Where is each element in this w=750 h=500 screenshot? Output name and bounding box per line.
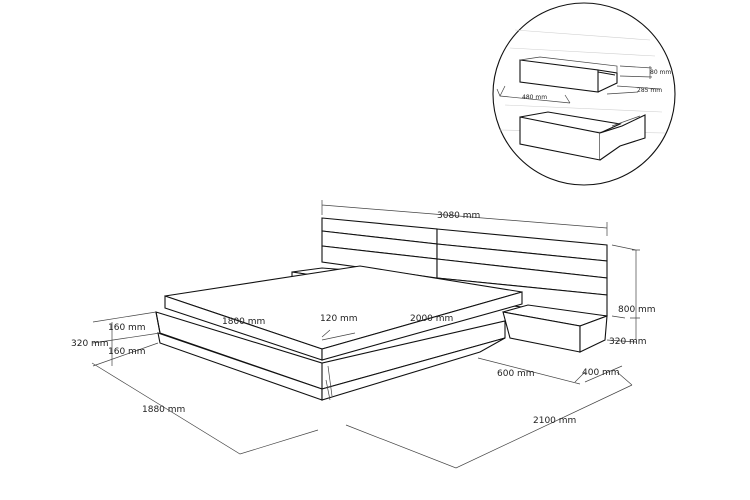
mattress [164, 265, 523, 361]
total-width-label: 1880 mm [142, 405, 185, 415]
headboard-height-label: 800 mm [618, 305, 656, 315]
mattress-length-label: 2000 mm [410, 314, 453, 324]
base-height-label: 320 mm [71, 339, 109, 349]
side-table-width-label: 600 mm [497, 369, 535, 379]
drawer-depth-label: 285 mm [637, 87, 662, 94]
side-table-depth-label: 400 mm [582, 368, 620, 378]
detail-circle [492, 2, 676, 186]
base-upper-label: 160 mm [108, 323, 146, 333]
dimension-labels: 3080 mm 1800 mm 120 mm 2000 mm 800 mm 32… [71, 211, 656, 426]
dimension-lines [91, 200, 640, 469]
mattress-width-label: 1800 mm [222, 317, 265, 327]
total-length-label: 2100 mm [533, 416, 576, 426]
drawer-detail-inset: 80 mm 285 mm 480 mm [492, 2, 676, 186]
drawer-height-label: 80 mm [650, 69, 671, 76]
side-table-height-label: 320 mm [609, 337, 647, 347]
upper-drawer [519, 56, 618, 93]
bed-base [155, 311, 506, 401]
drawer-width-label: 480 mm [522, 94, 547, 101]
mattress-offset-label: 120 mm [320, 314, 358, 324]
right-side-table [502, 304, 608, 353]
headboard-width-label: 3080 mm [437, 211, 480, 221]
base-lower-label: 160 mm [108, 347, 146, 357]
lower-drawer [519, 111, 646, 161]
